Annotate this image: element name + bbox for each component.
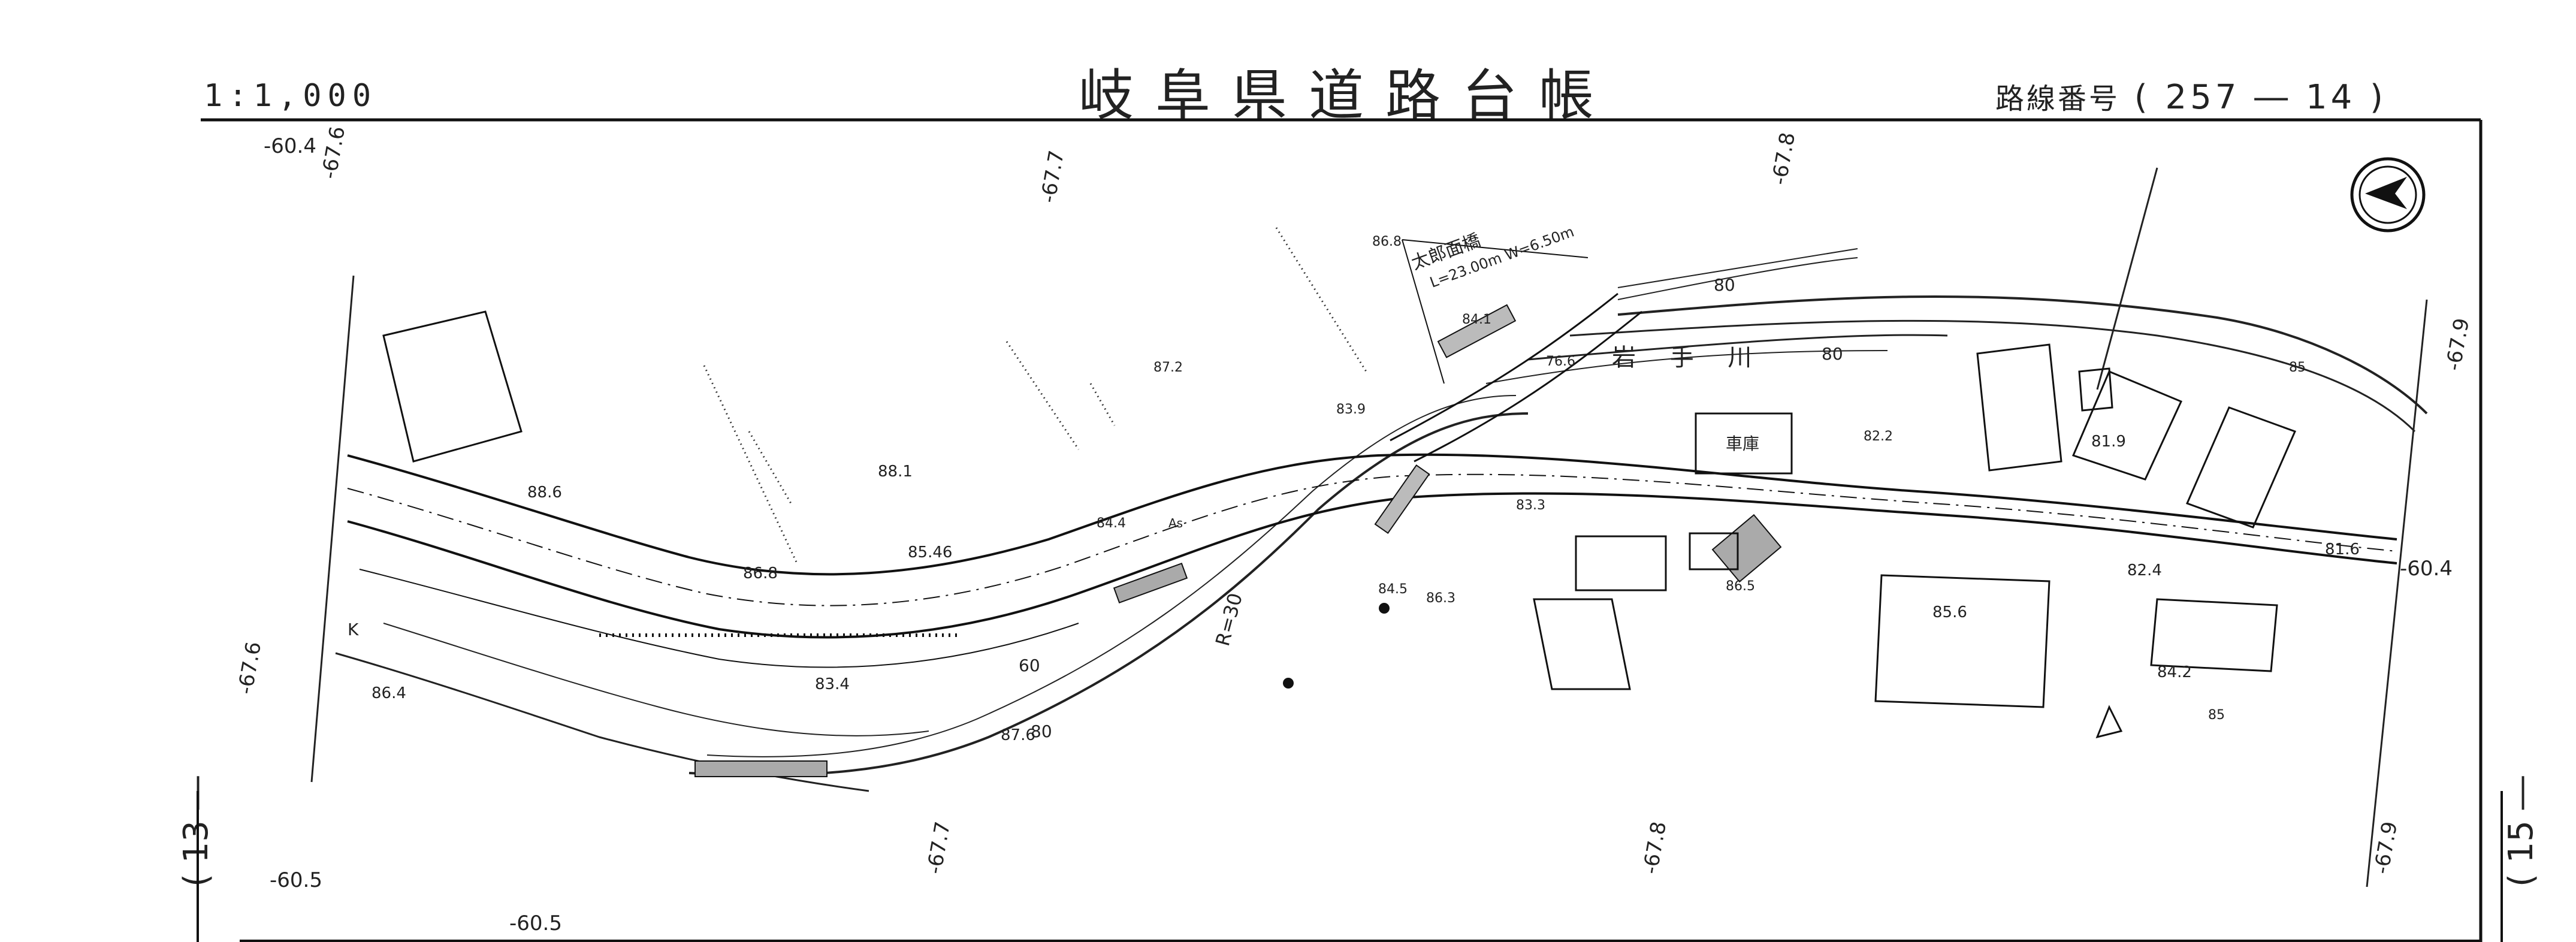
elevation-label: 81.6 <box>2325 541 2360 558</box>
grid-label: -67.7 <box>922 820 955 876</box>
elevation-label: 87.6 <box>1001 726 1035 744</box>
prefectural-road <box>347 453 2397 668</box>
k-mark-label: K <box>348 620 359 639</box>
grid-label: -60.4 <box>264 134 316 158</box>
elevation-label: 85.6 <box>1932 603 1967 621</box>
elevation-label: 87.2 <box>1153 360 1183 375</box>
taromen-bridge <box>1374 239 1642 534</box>
elevation-label: 84.4 <box>1097 516 1126 531</box>
elevation-label: 84.5 <box>1378 582 1408 597</box>
grid-label: -60.5 <box>509 911 562 935</box>
map-scale: 1:1,000 <box>204 78 378 114</box>
curve-radius-label: R=30 <box>1211 591 1247 649</box>
elevation-label: 85.46 <box>908 544 952 561</box>
north-arrow-icon <box>2350 157 2426 233</box>
elevation-label: 86.8 <box>1372 234 1402 249</box>
river-name-label: 岩 手 川 <box>1612 344 1765 372</box>
grid-label: -67.9 <box>2441 316 2474 373</box>
elevation-label: 84.2 <box>2157 663 2192 681</box>
survey-points <box>1283 603 1390 689</box>
elevation-label: 86.5 <box>1726 579 1755 594</box>
elevation-spots: 86.8 84.1 76.6 83.9 87.2 88.1 88.6 85.46… <box>372 234 2360 744</box>
contour-label: 80 <box>1714 275 1735 295</box>
slope-hachures <box>703 227 1367 564</box>
retaining-walls <box>694 514 1782 777</box>
feature-labels: 太郎面橋 L=23.00m W=6.50m 岩 手 川 車庫 80 80 80 … <box>348 224 2306 741</box>
grid-label: -67.8 <box>1767 131 1800 187</box>
elevation-label: 83.3 <box>1516 498 1545 513</box>
elevation-label: 86.3 <box>1426 591 1455 606</box>
contour-label: 85 <box>2289 360 2306 375</box>
contour-label: 80 <box>1822 344 1843 364</box>
buildings <box>382 310 2297 739</box>
contour-label: 85 <box>2208 708 2225 723</box>
elevation-label: 84.1 <box>1462 312 1491 327</box>
grid-labels: -60.4 -67.6 -67.7 -67.8 -67.9 -67.6 -60.… <box>233 125 2474 935</box>
route-number-value: ( 257 ― 14 ) <box>2134 78 2387 117</box>
surface-label: As <box>1168 516 1183 530</box>
sheet-frame <box>197 118 2503 942</box>
elevation-label: 88.1 <box>878 463 913 481</box>
grid-label: -67.7 <box>1036 149 1069 205</box>
grid-label: -67.8 <box>1638 820 1671 876</box>
elevation-label: 82.2 <box>1864 429 1893 444</box>
grid-label: -60.4 <box>2400 557 2453 581</box>
contour-label: 60 <box>1019 656 1040 675</box>
elevation-label: 76.6 <box>1546 354 1575 369</box>
elevation-label: 86.8 <box>743 564 778 582</box>
contour-label: 80 <box>1031 721 1052 741</box>
elevation-label: 86.4 <box>372 684 406 702</box>
elevation-label: 83.4 <box>815 675 850 693</box>
iwate-river <box>1485 248 2428 433</box>
garage-label: 車庫 <box>1726 434 1759 454</box>
route-number: 路線番号 ( 257 ― 14 ) <box>1995 75 2387 117</box>
lower-river <box>335 395 1529 792</box>
elevation-label: 83.9 <box>1336 402 1366 417</box>
sheet-title: 岐阜県道路台帳 <box>1079 64 1616 128</box>
grid-label: -67.9 <box>2369 820 2402 876</box>
grid-label: -67.6 <box>233 640 266 696</box>
section-boundaries <box>310 167 2428 887</box>
elevation-label: 82.4 <box>2127 561 2162 579</box>
grid-label: -67.6 <box>317 125 350 181</box>
elevation-label: 88.6 <box>527 484 562 502</box>
elevation-label: 81.9 <box>2091 433 2126 451</box>
route-number-label: 路線番号 <box>1995 82 2121 116</box>
grid-label: -60.5 <box>270 868 322 892</box>
